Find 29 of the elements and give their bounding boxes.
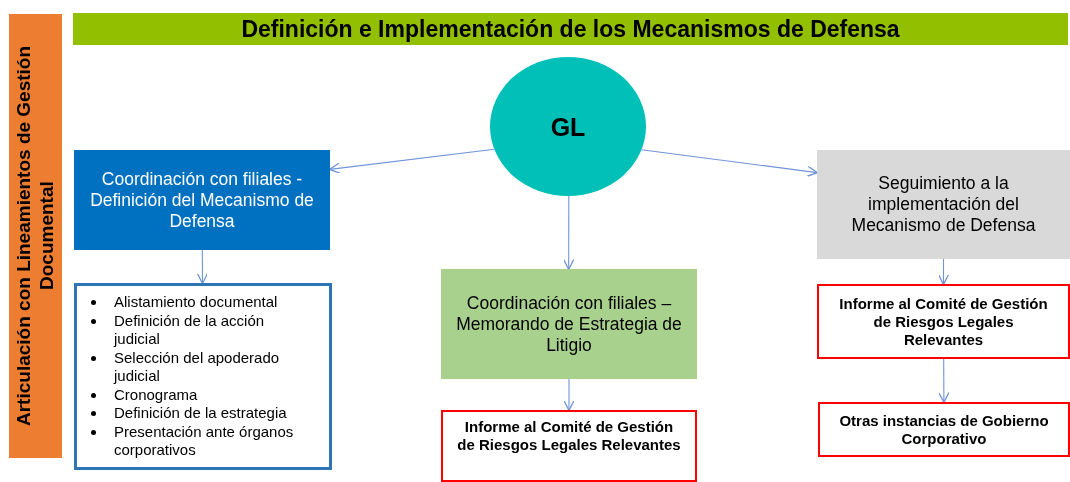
- node-label: Seguimiento a la implementación del Mecanismo de Defensa: [850, 173, 1037, 236]
- bullet-item: Presentación ante órganos corporativos: [114, 422, 295, 460]
- bullet-item: Cronograma: [114, 385, 198, 405]
- process-box: [441, 269, 697, 379]
- arrow: [938, 358, 950, 404]
- list-box: [74, 283, 332, 470]
- arrow: [937, 258, 950, 286]
- arrow: [563, 378, 575, 412]
- title-text: Definición e Implementación de los Mecanismos de Defensa: [241, 15, 900, 43]
- report-box: [441, 410, 697, 482]
- node-label: Informe al Comité de Gestión de Riesgos Legales Relevantes: [838, 294, 1049, 349]
- report-box: [818, 402, 1070, 457]
- process-box: [74, 150, 330, 250]
- bullet-item: Alistamiento documental: [114, 293, 278, 312]
- report-box: [817, 284, 1070, 359]
- process-box: [817, 150, 1070, 259]
- arrow: [196, 249, 209, 285]
- node-label: Articulación con Lineamientos de Gestión Documental: [12, 44, 58, 429]
- node-label: Coordinación con filiales - Definición del Mecanismo de Defensa: [89, 168, 315, 232]
- node-label: Coordinación con filiales – Memorando de Estrategia de Litigio: [455, 292, 683, 356]
- node-label: Otras instancias de Gobierno Corporativo: [838, 411, 1050, 448]
- bullet-item: Selección del apoderado judicial: [114, 348, 281, 386]
- node-label: GL: [550, 111, 586, 142]
- side-band: [9, 14, 62, 458]
- node-label: Informe al Comité de Gestión de Riesgos Legales Relevantes: [456, 418, 682, 454]
- bullet-item: Definición de la estrategia: [114, 404, 287, 423]
- arrow: [563, 195, 575, 271]
- bullet-item: Definición de la acción judicial: [114, 311, 266, 349]
- arrow: [640, 149, 819, 177]
